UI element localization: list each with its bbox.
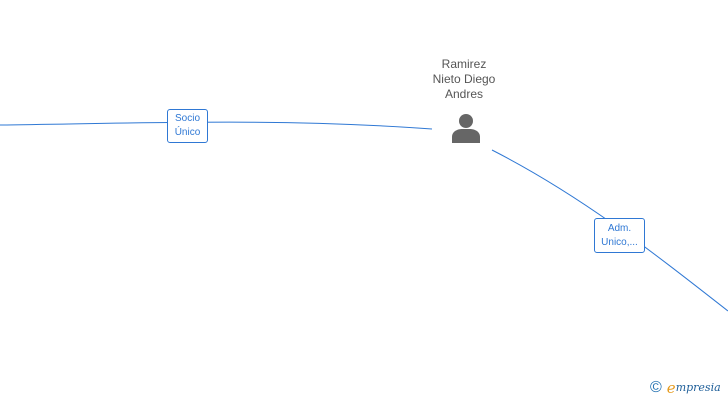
relation-link-socio bbox=[0, 121, 433, 130]
relation-label-line: Socio bbox=[174, 113, 200, 124]
brand-logo-initial: e bbox=[666, 379, 676, 397]
copyright-icon: © bbox=[650, 379, 662, 396]
relation-label-socio-unico[interactable]: Socio Único bbox=[167, 109, 208, 143]
person-name-line: Andres bbox=[444, 87, 484, 101]
relation-label-adm-unico[interactable]: Adm. Unico,... bbox=[594, 218, 645, 253]
relation-label-line: Adm. bbox=[607, 223, 632, 234]
brand-logo-text: mpresia bbox=[675, 381, 721, 394]
person-name-line: Ramirez bbox=[441, 57, 487, 71]
person-icon[interactable] bbox=[451, 113, 481, 143]
person-name-line: Nieto Diego bbox=[432, 72, 496, 86]
relation-label-line: Único bbox=[174, 127, 201, 138]
brand-watermark: © e mpresia bbox=[650, 378, 721, 398]
person-name[interactable]: Ramirez Nieto Diego Andres bbox=[404, 57, 524, 102]
relation-label-line: Unico,... bbox=[601, 237, 638, 248]
